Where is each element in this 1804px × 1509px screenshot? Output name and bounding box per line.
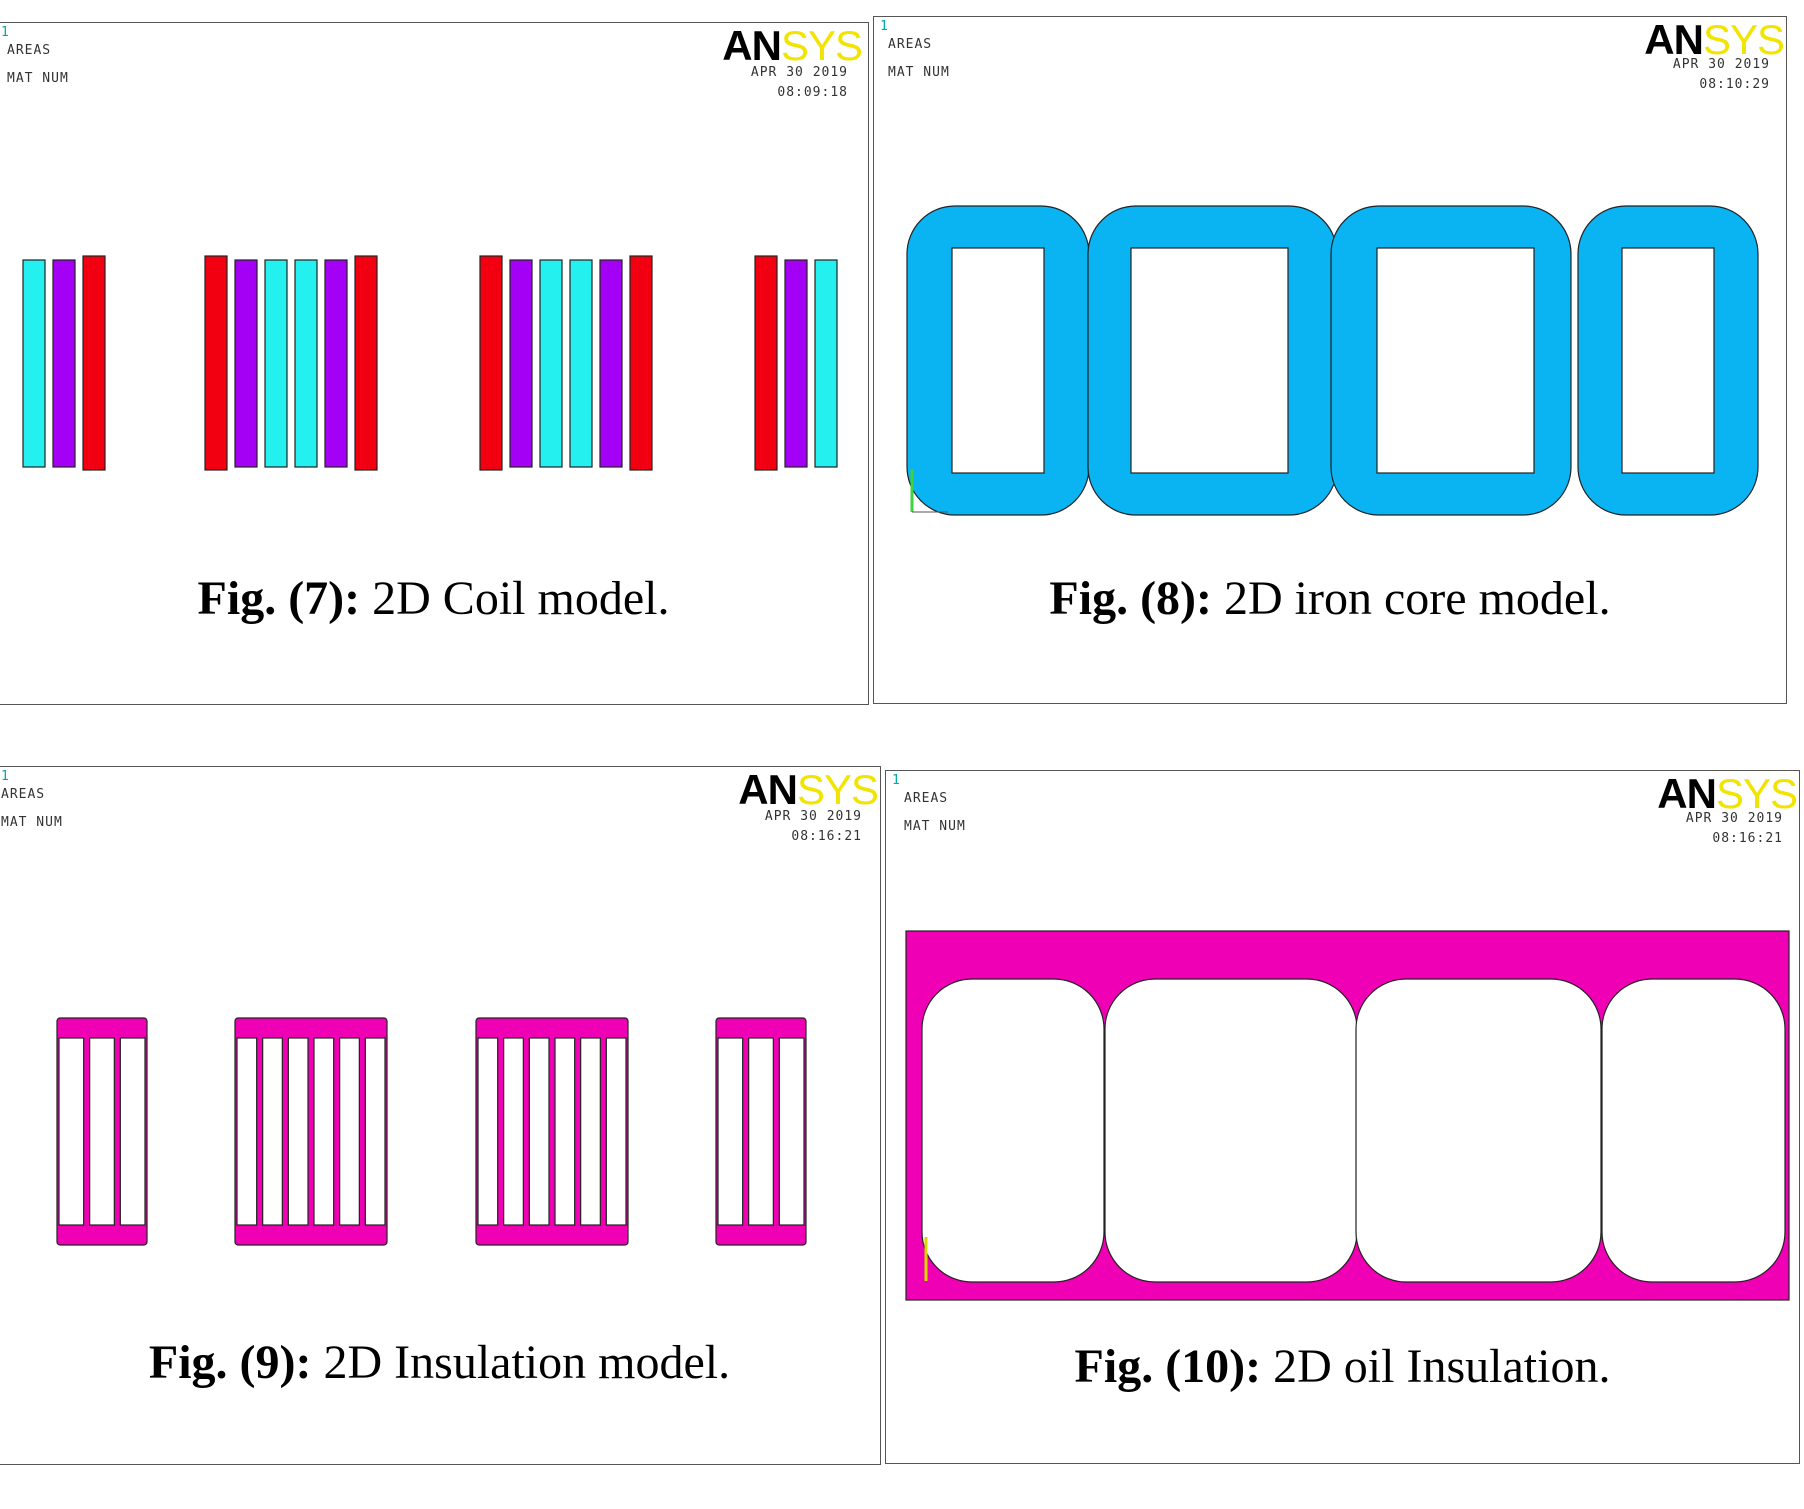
insulation-slot — [236, 1037, 258, 1226]
timestamp: APR 30 2019 08:09:18 — [751, 63, 848, 103]
oil-insulation-drawing — [905, 930, 1790, 1301]
insulation-slot — [778, 1037, 805, 1226]
figure-panel-insulation-model: 1 AREAS MAT NUM ANSYS APR 30 2019 08:16:… — [0, 766, 881, 1465]
figure-panel-iron-core-model: 1 AREAS MAT NUM ANSYS APR 30 2019 08:10:… — [873, 16, 1787, 704]
plot-time: 08:09:18 — [777, 85, 848, 100]
insulation-slot — [528, 1037, 550, 1226]
insulation-slot — [58, 1037, 85, 1226]
coil-bar-purple — [784, 259, 808, 468]
oil-window — [1601, 978, 1786, 1283]
coil-bar-red — [354, 255, 378, 471]
coil-model-drawing — [22, 255, 838, 471]
caption-label: Fig. (9): — [148, 1336, 312, 1389]
ansys-logo: ANSYS — [738, 766, 879, 813]
caption-label: Fig. (8): — [1049, 572, 1213, 625]
insulation-slot — [287, 1037, 309, 1226]
insulation-slot — [554, 1037, 576, 1226]
caption-text: 2D Coil model. — [360, 572, 670, 625]
plot-date: APR 30 2019 — [764, 809, 862, 824]
header-areas: AREAS — [904, 791, 949, 806]
coil-bar-cyan — [294, 259, 318, 468]
figure-caption: Fig. (9): 2D Insulation model. — [0, 1335, 880, 1390]
insulation-slot — [580, 1037, 601, 1226]
core-window — [951, 247, 1045, 474]
coil-bar-purple — [324, 259, 348, 468]
coil-bar-cyan — [814, 259, 838, 468]
coil-bar-purple — [599, 259, 623, 468]
core-window — [1130, 247, 1289, 474]
plot-date: APR 30 2019 — [1685, 811, 1783, 826]
timestamp: APR 30 2019 08:10:29 — [1673, 55, 1770, 95]
plot-number: 1 — [1, 769, 9, 784]
oil-window — [921, 978, 1105, 1283]
caption-text: 2D Insulation model. — [311, 1336, 731, 1389]
oil-window — [1104, 978, 1358, 1283]
plot-number: 1 — [1, 25, 9, 40]
caption-label: Fig. (7): — [197, 572, 361, 625]
plot-header: AREAS MAT NUM — [904, 785, 966, 841]
iron-core-drawing — [906, 205, 1759, 516]
insulation-slot — [605, 1037, 627, 1226]
header-areas: AREAS — [888, 37, 933, 52]
header-mat-num: MAT NUM — [904, 819, 966, 834]
coil-bar-cyan — [22, 259, 46, 468]
oil-window — [1355, 978, 1602, 1283]
coil-bar-red — [754, 255, 778, 471]
header-areas: AREAS — [1, 787, 46, 802]
insulation-slot — [477, 1037, 499, 1226]
coil-bar-red — [204, 255, 228, 471]
header-mat-num: MAT NUM — [7, 71, 69, 86]
coil-bar-cyan — [264, 259, 288, 468]
header-mat-num: MAT NUM — [1, 815, 63, 830]
insulation-drawing — [56, 1017, 807, 1246]
insulation-slot — [89, 1037, 115, 1226]
insulation-slot — [748, 1037, 774, 1226]
coil-bar-red — [479, 255, 503, 471]
coil-bar-purple — [52, 259, 76, 468]
coil-bar-cyan — [539, 259, 563, 468]
plot-header: AREAS MAT NUM — [1, 781, 63, 837]
ansys-logo: ANSYS — [1644, 16, 1785, 63]
coil-bar-cyan — [569, 259, 593, 468]
plot-time: 08:16:21 — [791, 829, 862, 844]
core-window — [1376, 247, 1535, 474]
plot-number: 1 — [892, 773, 900, 788]
insulation-slot — [262, 1037, 283, 1226]
insulation-slot — [503, 1037, 524, 1226]
plot-date: APR 30 2019 — [750, 65, 848, 80]
insulation-slot — [717, 1037, 744, 1226]
plot-time: 08:10:29 — [1699, 77, 1770, 92]
plot-number: 1 — [880, 19, 888, 34]
ansys-logo: ANSYS — [722, 22, 863, 69]
header-mat-num: MAT NUM — [888, 65, 950, 80]
caption-label: Fig. (10): — [1074, 1340, 1262, 1393]
ansys-logo: ANSYS — [1657, 770, 1798, 817]
caption-text: 2D oil Insulation. — [1261, 1340, 1611, 1393]
header-areas: AREAS — [7, 43, 52, 58]
timestamp: APR 30 2019 08:16:21 — [765, 807, 862, 847]
insulation-frame — [475, 1017, 629, 1246]
figure-panel-oil-insulation: 1 AREAS MAT NUM ANSYS APR 30 2019 08:16:… — [885, 770, 1800, 1464]
insulation-slot — [364, 1037, 386, 1226]
coil-bar-red — [629, 255, 653, 471]
insulation-slot — [119, 1037, 146, 1226]
coil-bar-red — [82, 255, 106, 471]
plot-date: APR 30 2019 — [1672, 57, 1770, 72]
plot-header: AREAS MAT NUM — [7, 37, 69, 93]
figure-caption: Fig. (8): 2D iron core model. — [874, 571, 1786, 626]
plot-time: 08:16:21 — [1712, 831, 1783, 846]
core-window — [1621, 247, 1715, 474]
timestamp: APR 30 2019 08:16:21 — [1686, 809, 1783, 849]
figure-caption: Fig. (7): 2D Coil model. — [0, 571, 868, 626]
insulation-frame — [234, 1017, 388, 1246]
insulation-slot — [339, 1037, 360, 1226]
coil-bar-purple — [234, 259, 258, 468]
plot-header: AREAS MAT NUM — [888, 31, 950, 87]
figure-caption: Fig. (10): 2D oil Insulation. — [886, 1339, 1799, 1394]
coil-bar-purple — [509, 259, 533, 468]
figure-panel-coil-model: 1 AREAS MAT NUM ANSYS APR 30 2019 08:09:… — [0, 22, 869, 705]
caption-text: 2D iron core model. — [1212, 572, 1611, 625]
insulation-slot — [313, 1037, 335, 1226]
